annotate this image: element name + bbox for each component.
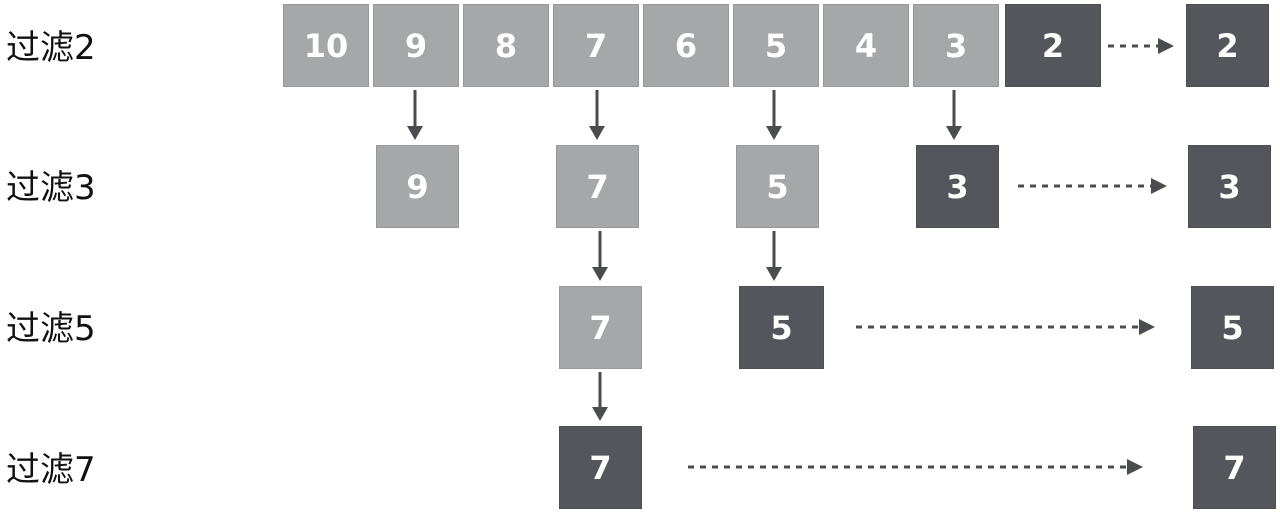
result-prime-box: 5 [1191,286,1274,369]
prime-box: 3 [916,145,999,228]
number-box: 3 [913,4,999,87]
result-prime-box: 2 [1186,4,1269,87]
number-box: 7 [553,4,639,87]
prime-box: 5 [739,286,824,369]
row-label-filter-2: 过滤2 [6,28,96,68]
down-arrow [589,90,605,140]
number-box: 9 [373,4,459,87]
number-box: 8 [463,4,549,87]
number-box: 5 [736,145,819,228]
result-prime-box: 3 [1188,145,1271,228]
down-arrow [407,90,423,140]
down-arrow [592,231,608,281]
number-box: 4 [823,4,909,87]
number-box: 9 [376,145,459,228]
number-box: 5 [733,4,819,87]
row-label-filter-7: 过滤7 [6,450,96,490]
dashed-right-arrow [1018,178,1167,194]
prime-box: 7 [559,426,642,509]
number-box: 10 [283,4,369,87]
down-arrow [946,90,962,140]
down-arrow [592,372,608,421]
row-label-filter-3: 过滤3 [6,168,96,208]
down-arrow [766,90,782,140]
down-arrow [766,231,782,281]
prime-box: 2 [1005,4,1101,87]
row-label-filter-5: 过滤5 [6,309,96,349]
dashed-right-arrow [688,459,1143,475]
number-box: 7 [559,286,642,369]
dashed-right-arrow [856,319,1155,335]
number-box: 7 [556,145,639,228]
number-box: 6 [643,4,729,87]
dashed-right-arrow [1108,38,1174,54]
result-prime-box: 7 [1193,426,1276,509]
